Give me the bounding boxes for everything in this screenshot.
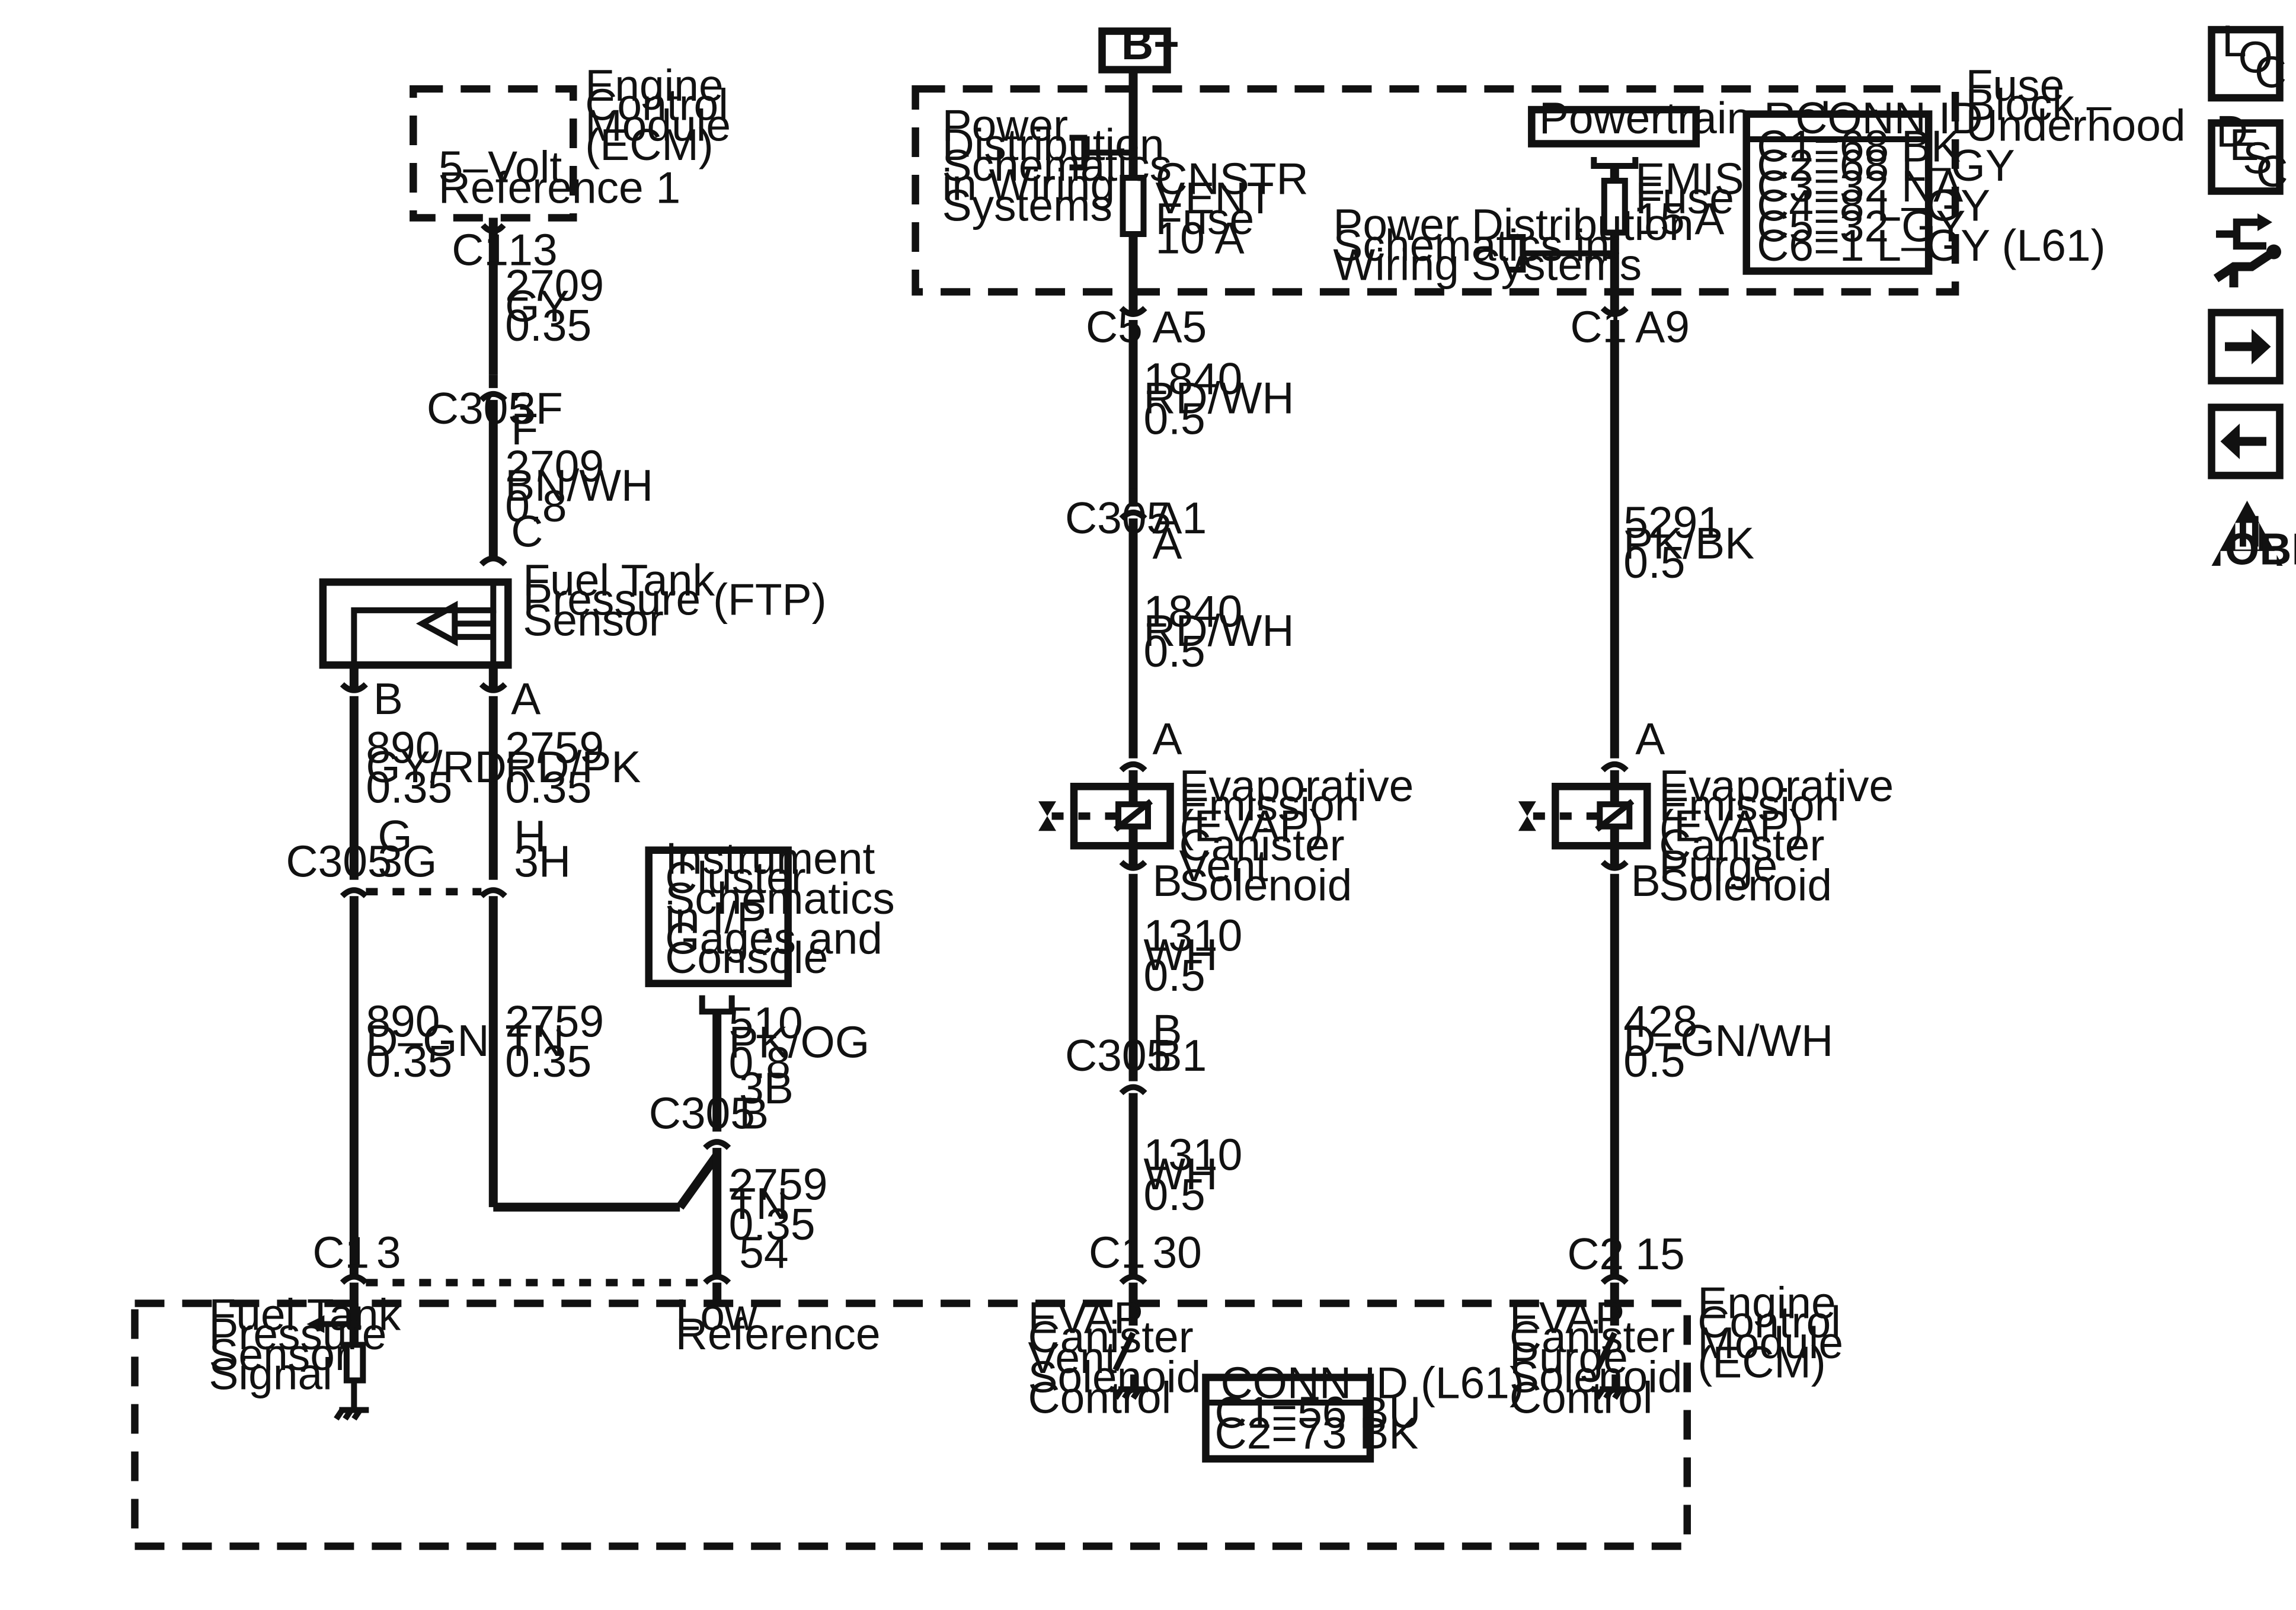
instrument-cluster-label: Instrument Cluster Schematics in I/P, Ga…: [665, 834, 907, 982]
purge-solenoid-pin-a: A: [1635, 713, 1665, 763]
ecm-c2-connector: C2: [1567, 1229, 1624, 1279]
ecm-bottom-module: Engine Control Module (ECM) Fuel Tank Pr…: [131, 1278, 1856, 1550]
loc-letter-o: O: [2239, 33, 2273, 82]
ecm-c1-connector-b: C1: [1089, 1228, 1146, 1278]
cnstr-vent-fuse-label: CNSTR VENT Fuse 10 A: [1155, 154, 1320, 263]
wire-890-gyrd: 890 GY/RD 0.35: [366, 722, 519, 812]
obd-label: OBD II: [2225, 524, 2296, 574]
ftp-signal-label: Fuel Tank Pressure Sensor Signal: [209, 1290, 413, 1399]
conn-id-title: CONN ID: [1795, 93, 1983, 143]
power-distribution-left-label: Power Distribution Schematics in Wiring …: [942, 101, 1184, 231]
fuse-block-pin-a9: A9: [1635, 302, 1690, 351]
c305-pin-b1: B1: [1152, 1030, 1207, 1080]
fuse-block-underhood: Fuse Block – Underhood: [912, 60, 2186, 296]
fuse-block-pin-a5: A5: [1152, 302, 1207, 351]
c305-connector-c: C305: [649, 1089, 755, 1138]
c305-connector-d: C305: [1065, 493, 1171, 543]
powertrain-relay-box: [1528, 105, 1700, 148]
vent-control-label: EVAP Canister Vent Solenoid Control: [1028, 1293, 1214, 1423]
c305-pin-f: F: [511, 404, 538, 454]
conn-id-l61-rows: C1=56 BU C2=73 BK: [1214, 1387, 1433, 1458]
wire-510-pkog: 510 PK/OG 0.8: [729, 998, 882, 1087]
power-distribution-right-label: Power Distribution Schematics in Wiring …: [1333, 200, 1706, 289]
desc-letter-e: E: [2230, 120, 2259, 169]
loc-letter-l: L: [2222, 16, 2247, 66]
c305-pin-h: H: [514, 811, 546, 861]
ftp-pin-a: A: [511, 674, 541, 724]
ftp-pin-b: B: [373, 674, 403, 724]
conn-id-table-l61: CONN ID (L61) C1=56 BU C2=73 BK: [1202, 1358, 1524, 1463]
desc-letter-c: C: [2256, 146, 2288, 196]
conn-id-table-top: CONN ID C1=68 BK C2=68 L–GY C3=32 NA C4=…: [1742, 93, 2106, 275]
vent-solenoid-label: Evaporative Emission (EVAP) Canister Ven…: [1179, 761, 1426, 910]
ecm-top-connector: C1: [452, 225, 509, 274]
vent-solenoid: [1038, 770, 1174, 867]
loc-letter-c: C: [2255, 47, 2287, 97]
fuse-block-label: Fuse Block – Underhood: [1966, 60, 2186, 150]
desc-icon[interactable]: D E S C: [2208, 107, 2288, 196]
ecm-top-pin: 13: [508, 225, 557, 274]
obd-ii-icon[interactable]: II OBD II: [2211, 500, 2296, 574]
purge-control-label: EVAP Canister Purge Solenoid Control: [1510, 1293, 1695, 1423]
wire-2709-bnwh: 2709 BN/WH 0.8: [505, 441, 666, 530]
wire-890-dgn: 890 D–GN 0.35: [366, 997, 501, 1086]
ecm-top-label: Engine Control Module (ECM): [585, 60, 743, 169]
vent-solenoid-circuit: Power Distribution Schematics in Wiring …: [942, 69, 1426, 1400]
low-reference-label: Low Reference: [676, 1290, 881, 1359]
wire-5291-pkbk: 5291 PK/BK 0.5: [1623, 497, 1767, 587]
purge-solenoid: [1518, 770, 1651, 867]
wire-1310-b: 1310 WH 0.5: [1144, 1130, 1255, 1219]
wire-1840-b: 1840 RD/WH 0.5: [1144, 586, 1307, 676]
instrument-cluster-box: [645, 846, 792, 987]
desc-letter-d: D: [2216, 107, 2248, 156]
ecm-pin-30: 30: [1152, 1228, 1201, 1278]
c305-pin-a: A: [1152, 518, 1182, 568]
ftp-circuit: C1 13 2709 GY 0.35 C305 3F F 2709 BN/WH …: [286, 217, 907, 1345]
c305-connector-a: C305: [427, 383, 533, 433]
ecm-c1-connector-a: C1: [312, 1228, 369, 1278]
arrow-right-icon[interactable]: [2208, 309, 2284, 385]
conn-id-l61-title: CONN ID (L61): [1220, 1358, 1524, 1407]
arrow-left-icon[interactable]: [2208, 404, 2284, 479]
conn-id-rows: C1=68 BK C2=68 L–GY C3=32 NA C4=8 L–GY C…: [1757, 121, 2105, 270]
ecm-bottom-label: Engine Control Module (ECM): [1697, 1278, 1856, 1387]
c305-pin-a1: A1: [1152, 493, 1207, 543]
c305-pin-3h: 3H: [514, 837, 571, 886]
c305-pin-3f: 3F: [511, 383, 563, 433]
vent-solenoid-pin-a: A: [1152, 713, 1182, 763]
loc-icon[interactable]: L O C: [2208, 16, 2287, 102]
wire-1840-a: 1840 RD/WH 0.5: [1144, 354, 1307, 443]
purge-solenoid-label: Evaporative Emission (EVAP) Canister Pur…: [1659, 761, 1906, 910]
harness-icon[interactable]: [2213, 213, 2282, 287]
purge-solenoid-pin-b: B: [1631, 856, 1661, 905]
c305-pin-g: G: [378, 811, 412, 861]
c305-connector-b: C305: [286, 837, 392, 886]
ftp-sensor-label: Fuel Tank Pressure (FTP) Sensor: [523, 555, 839, 645]
wire-1310-a: 1310 WH 0.5: [1144, 911, 1255, 1000]
c305-pin-b: B: [1152, 1006, 1182, 1055]
ftp-sensor: [319, 578, 512, 669]
ecm-pin-54: 54: [739, 1228, 788, 1278]
ecm-top-module: Engine Control Module (ECM) 5–Volt Refer…: [410, 60, 743, 222]
vent-solenoid-pin-b: B: [1152, 856, 1182, 905]
c305-pin-3b: 3B: [739, 1063, 794, 1113]
desc-letter-s: S: [2243, 133, 2272, 183]
obd-numeral: II: [2237, 506, 2262, 556]
ecm-pin-3: 3: [376, 1228, 401, 1278]
c305-connector-e: C305: [1065, 1030, 1171, 1080]
wire-2759-rdpk: 2759 RD/PK 0.35: [505, 722, 653, 812]
five-volt-reference-label: 5–Volt Reference 1: [439, 142, 680, 213]
wire-428-dgnwh: 428 D–GN/WH 0.5: [1623, 997, 1846, 1086]
ftp-pin-c: C: [511, 506, 543, 556]
c305-pin-b-cluster: B: [739, 1089, 769, 1138]
ecm-pin-15: 15: [1635, 1229, 1684, 1279]
wire-2759-tn-a: 2759 TN 0.35: [505, 997, 616, 1086]
wire-2709-gy: 2709 GY 0.35: [505, 260, 616, 350]
wire-2759-tn-b: 2759 TN 0.35: [729, 1160, 840, 1249]
c305-pin-3g: 3G: [378, 837, 437, 886]
battery-positive-label: B+: [1121, 19, 1179, 69]
